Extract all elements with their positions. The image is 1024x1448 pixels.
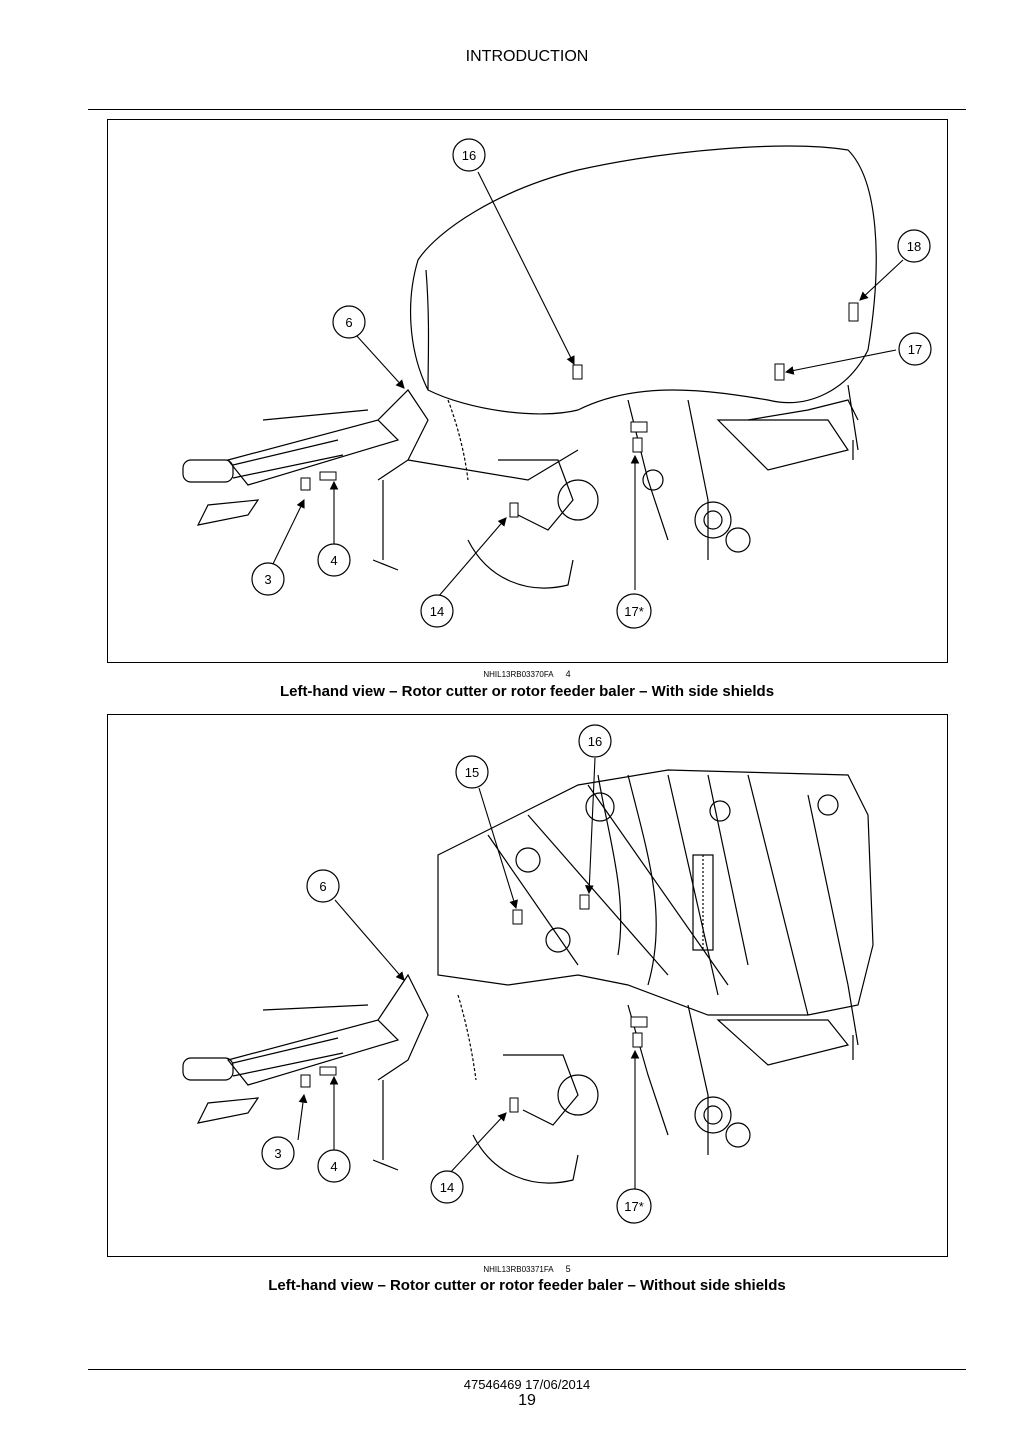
- figure-caption: Left-hand view – Rotor cutter or rotor f…: [279, 683, 775, 700]
- callout-leaders: [271, 171, 904, 598]
- callout-15: 15: [455, 755, 489, 789]
- svg-text:17: 17: [908, 342, 922, 357]
- svg-text:15: 15: [465, 765, 479, 780]
- callout-17: 17: [898, 332, 932, 366]
- footer-rule: [88, 1369, 966, 1370]
- figure-number: 5: [565, 1264, 571, 1274]
- baler-line-art: [182, 145, 877, 589]
- svg-text:3: 3: [274, 1146, 281, 1161]
- callout-6: 6: [332, 305, 366, 339]
- callout-leaders: [297, 757, 640, 1190]
- svg-text:17*: 17*: [624, 1199, 644, 1214]
- figure-baler-without-side-shields: 16 15 6 3 4 14 17*: [107, 714, 948, 1257]
- baler-illustration-with-shields: 16 18 6 17 3 4 14 17*: [182, 138, 932, 629]
- callout-16: 16: [578, 724, 612, 758]
- figure-code: NHIL13RB03370FA: [483, 670, 554, 679]
- svg-text:6: 6: [345, 315, 352, 330]
- callout-16: 16: [452, 138, 486, 172]
- callout-4: 4: [317, 543, 351, 577]
- callouts: 16 15 6 3 4 14 17*: [261, 724, 652, 1224]
- figure-code: NHIL13RB03371FA: [483, 1265, 554, 1274]
- callout-14: 14: [430, 1170, 464, 1204]
- callout-14: 14: [420, 594, 454, 628]
- svg-text:4: 4: [330, 1159, 337, 1174]
- decal-markers: [300, 302, 859, 518]
- baler-illustration-without-shields: 16 15 6 3 4 14 17*: [182, 724, 874, 1224]
- figure-baler-with-side-shields: 16 18 6 17 3 4 14 17*: [107, 119, 948, 663]
- svg-text:3: 3: [264, 572, 271, 587]
- svg-text:18: 18: [907, 239, 921, 254]
- svg-text:17*: 17*: [624, 604, 644, 619]
- svg-text:14: 14: [430, 604, 444, 619]
- decal-markers: [300, 894, 648, 1113]
- svg-text:16: 16: [588, 734, 602, 749]
- callouts: 16 18 6 17 3 4 14 17*: [251, 138, 932, 629]
- figure-number: 4: [565, 669, 571, 679]
- figure-caption: Left-hand view – Rotor cutter or rotor f…: [268, 1277, 786, 1294]
- page-section-title: INTRODUCTION: [465, 48, 589, 65]
- figure-code-line: NHIL13RB03371FA 5: [0, 1264, 1024, 1274]
- callout-18: 18: [897, 229, 931, 263]
- svg-text:16: 16: [462, 148, 476, 163]
- footer-document-id: 47546469 17/06/2014: [463, 1377, 591, 1392]
- svg-text:14: 14: [440, 1180, 454, 1195]
- callout-3: 3: [251, 562, 285, 596]
- callout-6: 6: [306, 869, 340, 903]
- callout-4: 4: [317, 1149, 351, 1183]
- callout-3: 3: [261, 1136, 295, 1170]
- svg-text:4: 4: [330, 553, 337, 568]
- figure-code-line: NHIL13RB03370FA 4: [0, 669, 1024, 679]
- footer-page-number: 19: [518, 1392, 536, 1409]
- header-rule: [88, 109, 966, 110]
- svg-text:6: 6: [319, 879, 326, 894]
- baler-line-art: [182, 769, 874, 1184]
- callout-17-star: 17*: [616, 593, 652, 629]
- callout-17-star: 17*: [616, 1188, 652, 1224]
